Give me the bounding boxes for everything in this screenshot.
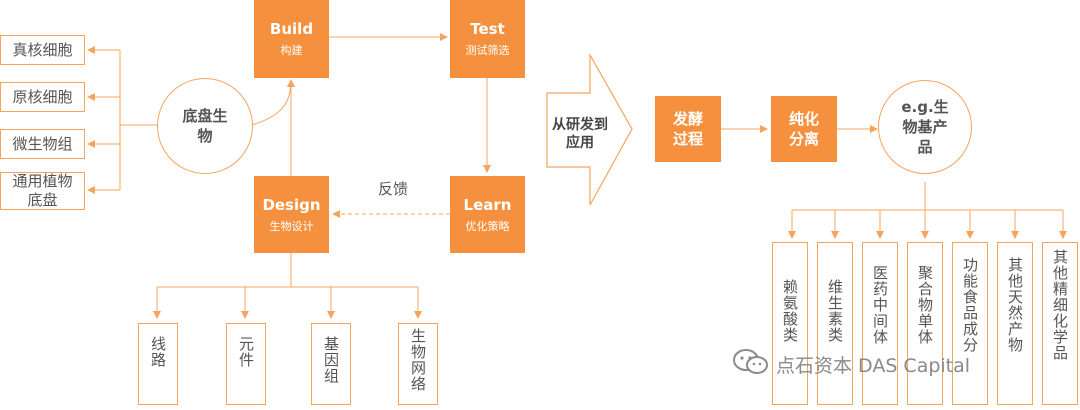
design-title: Design [262,195,321,214]
left-box-plant-chassis: 通用植物底盘 [0,172,85,210]
big-arrow-shape [546,52,633,206]
build-box: Build 构建 [254,0,329,78]
learn-title: Learn [463,195,512,214]
purification-box: 纯化分离 [771,96,837,162]
big-arrow-label: 从研发到应用 [552,117,608,151]
output-bio-network: 生物网络 [398,323,438,405]
left-box-microbiome: 微生物组 [0,129,85,159]
product-other-fine-chemicals: 其他精细化学品 [1042,242,1078,405]
product-functional-food: 功能食品成分 [952,242,988,405]
left-box-prokaryote: 原核细胞 [0,82,85,112]
design-box: Design 生物设计 [254,176,329,253]
design-subtitle: 生物设计 [269,219,314,233]
test-title: Test [470,20,505,38]
test-box: Test 测试筛选 [450,0,525,78]
product-lysine: 赖氨酸类 [772,242,808,405]
product-vitamins: 维生素类 [817,242,853,405]
learn-box: Learn 优化策略 [450,176,525,253]
output-circuit: 线路 [138,323,178,405]
left-box-eukaryote: 真核细胞 [0,35,85,65]
output-element: 元件 [226,323,266,405]
bio-products-circle: e.g.生物基产品 [878,80,972,174]
output-genome: 基因组 [311,323,351,405]
chassis-organism-circle: 底盘生物 [157,78,253,174]
fermentation-box: 发酵过程 [655,96,721,162]
watermark: 点石资本 DAS Capital [732,348,970,381]
build-subtitle: 构建 [280,44,303,57]
feedback-label: 反馈 [378,180,409,198]
learn-subtitle: 优化策略 [465,219,510,233]
product-other-natural: 其他天然产物 [997,242,1033,405]
watermark-text: 点石资本 DAS Capital [776,355,971,377]
product-polymer-monomers: 聚合物单体 [907,242,943,405]
test-subtitle: 测试筛选 [465,44,510,57]
product-pharma-intermediates: 医药中间体 [862,242,898,405]
wechat-icon [732,348,770,381]
build-title: Build [269,20,314,38]
